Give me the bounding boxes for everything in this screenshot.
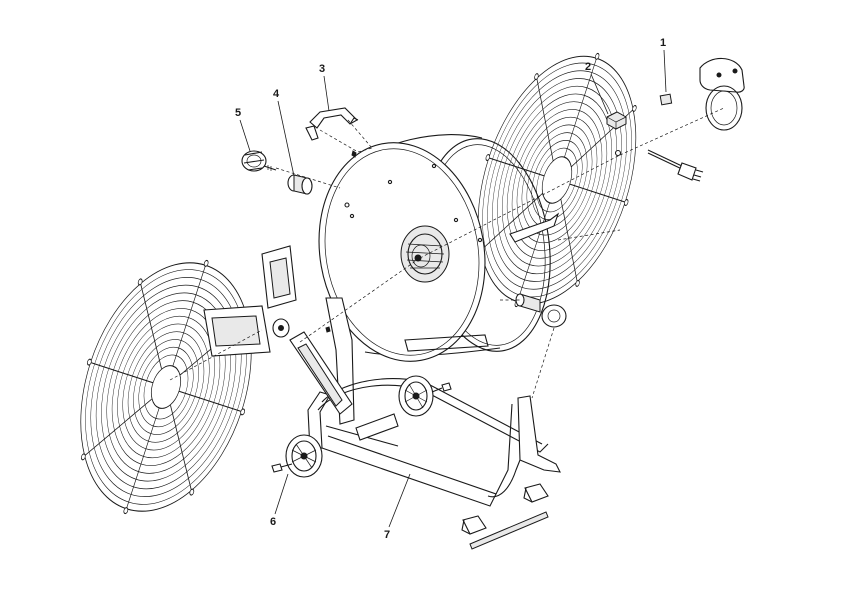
switch-part-1 <box>659 93 673 106</box>
wheel-left <box>285 434 323 478</box>
front-grille <box>80 259 252 515</box>
motor <box>400 225 450 283</box>
tilt-bracket-lower <box>203 305 271 357</box>
control-housing <box>699 57 745 131</box>
anti-slip-strip <box>469 511 549 550</box>
pivot-hub <box>272 318 290 338</box>
axle-bolt-right <box>431 382 452 393</box>
callout-label-5: 5 <box>235 107 241 119</box>
foot-left <box>461 515 487 535</box>
side-handle <box>509 212 560 243</box>
callout-7: 7 <box>384 473 411 541</box>
callout-1: 1 <box>660 37 667 93</box>
callout-label-3: 3 <box>319 63 325 75</box>
drum-housing <box>318 134 551 362</box>
callout-label-4: 4 <box>273 88 280 100</box>
callouts: 1 2 3 4 5 6 7 <box>235 37 667 541</box>
callout-2: 2 <box>585 61 609 115</box>
knob-part-5 <box>241 150 277 172</box>
callout-label-1: 1 <box>660 37 666 49</box>
rear-grille <box>477 52 637 308</box>
callout-label-6: 6 <box>270 516 276 528</box>
foot-right <box>523 483 549 503</box>
assembly-lines <box>169 107 725 399</box>
axle-bolt-left <box>271 463 293 473</box>
bushing-part-4 <box>287 174 313 195</box>
callout-6: 6 <box>270 473 289 528</box>
top-handle-part-3 <box>305 107 359 141</box>
callout-4: 4 <box>273 88 295 177</box>
capacitor-part-2 <box>606 111 627 130</box>
wheel-right <box>398 375 434 417</box>
power-cord <box>647 149 704 182</box>
callout-3: 3 <box>319 63 330 112</box>
screws <box>325 149 622 333</box>
tilt-bracket-upper <box>261 245 297 309</box>
callout-5: 5 <box>235 107 251 152</box>
callout-label-7: 7 <box>384 529 390 541</box>
right-tilt-knob <box>515 293 567 328</box>
callout-label-2: 2 <box>585 61 591 73</box>
